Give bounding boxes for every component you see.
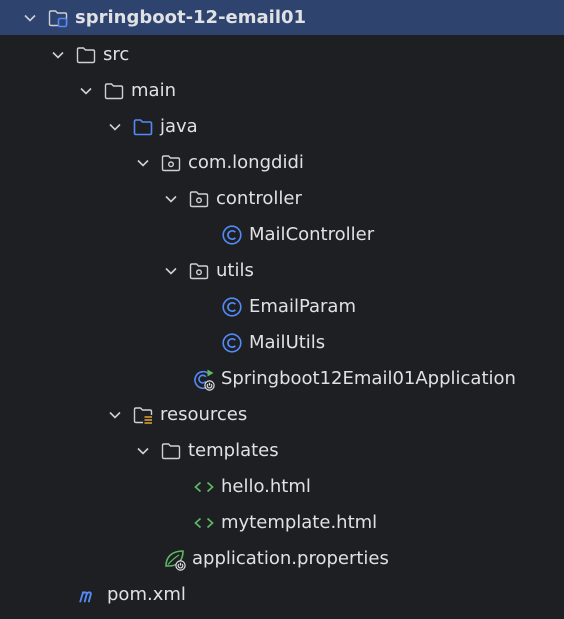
tree-item-label: resources — [160, 404, 248, 425]
tree-item-label: EmailParam — [249, 296, 356, 317]
tree-item-label: java — [160, 116, 198, 137]
chevron-down-icon[interactable] — [163, 191, 179, 207]
chevron-down-icon[interactable] — [78, 83, 94, 99]
html-file-icon — [192, 511, 216, 535]
tree-item-label: utils — [216, 260, 254, 281]
tree-row-resources[interactable]: resources — [0, 397, 564, 433]
tree-row-mailcontroller[interactable]: MailController — [0, 217, 564, 253]
tree-row-utils[interactable]: utils — [0, 253, 564, 289]
class-icon — [220, 331, 244, 355]
maven-file-icon — [78, 583, 102, 607]
folder-icon — [159, 439, 183, 463]
source-root-folder-icon — [131, 115, 155, 139]
class-icon — [220, 223, 244, 247]
tree-row-hello-html[interactable]: hello.html — [0, 469, 564, 505]
tree-item-label: springboot-12-email01 — [75, 6, 307, 28]
folder-icon — [74, 43, 98, 67]
tree-row-mytemplate-html[interactable]: mytemplate.html — [0, 505, 564, 541]
tree-item-label: controller — [216, 188, 302, 209]
tree-row-templates[interactable]: templates — [0, 433, 564, 469]
tree-row-project-root[interactable]: springboot-12-email01 — [0, 0, 564, 35]
tree-item-label: pom.xml — [107, 584, 186, 605]
tree-item-label: MailController — [249, 224, 375, 245]
tree-item-label: src — [103, 44, 130, 65]
html-file-icon — [192, 475, 216, 499]
chevron-down-icon[interactable] — [135, 155, 151, 171]
module-folder-icon — [46, 6, 70, 30]
tree-item-label: mytemplate.html — [221, 512, 378, 533]
tree-row-application-class[interactable]: Springboot12Email01Application — [0, 361, 564, 397]
chevron-down-icon[interactable] — [107, 407, 123, 423]
tree-item-label: MailUtils — [249, 332, 326, 353]
chevron-down-icon[interactable] — [163, 263, 179, 279]
package-icon — [187, 259, 211, 283]
tree-row-application-properties[interactable]: application.properties — [0, 541, 564, 577]
chevron-down-icon[interactable] — [22, 10, 38, 26]
spring-properties-icon — [163, 547, 187, 571]
tree-row-controller[interactable]: controller — [0, 181, 564, 217]
tree-row-com-longdidi[interactable]: com.longdidi — [0, 145, 564, 181]
tree-item-label: main — [131, 80, 176, 101]
spring-boot-app-icon — [192, 367, 216, 391]
tree-row-java[interactable]: java — [0, 109, 564, 145]
tree-row-main[interactable]: main — [0, 73, 564, 109]
tree-item-label: hello.html — [221, 476, 311, 497]
tree-row-src[interactable]: src — [0, 37, 564, 73]
chevron-down-icon[interactable] — [135, 443, 151, 459]
package-icon — [187, 187, 211, 211]
class-icon — [220, 295, 244, 319]
tree-row-emailparam[interactable]: EmailParam — [0, 289, 564, 325]
chevron-down-icon[interactable] — [50, 47, 66, 63]
resources-folder-icon — [131, 403, 155, 427]
tree-row-pom-xml[interactable]: pom.xml — [0, 577, 564, 613]
tree-row-mailutils[interactable]: MailUtils — [0, 325, 564, 361]
tree-item-label: application.properties — [192, 548, 389, 569]
package-icon — [159, 151, 183, 175]
tree-item-label: templates — [188, 440, 279, 461]
tree-item-label: Springboot12Email01Application — [221, 368, 516, 389]
chevron-down-icon[interactable] — [107, 119, 123, 135]
folder-icon — [102, 79, 126, 103]
tree-item-label: com.longdidi — [188, 152, 304, 173]
